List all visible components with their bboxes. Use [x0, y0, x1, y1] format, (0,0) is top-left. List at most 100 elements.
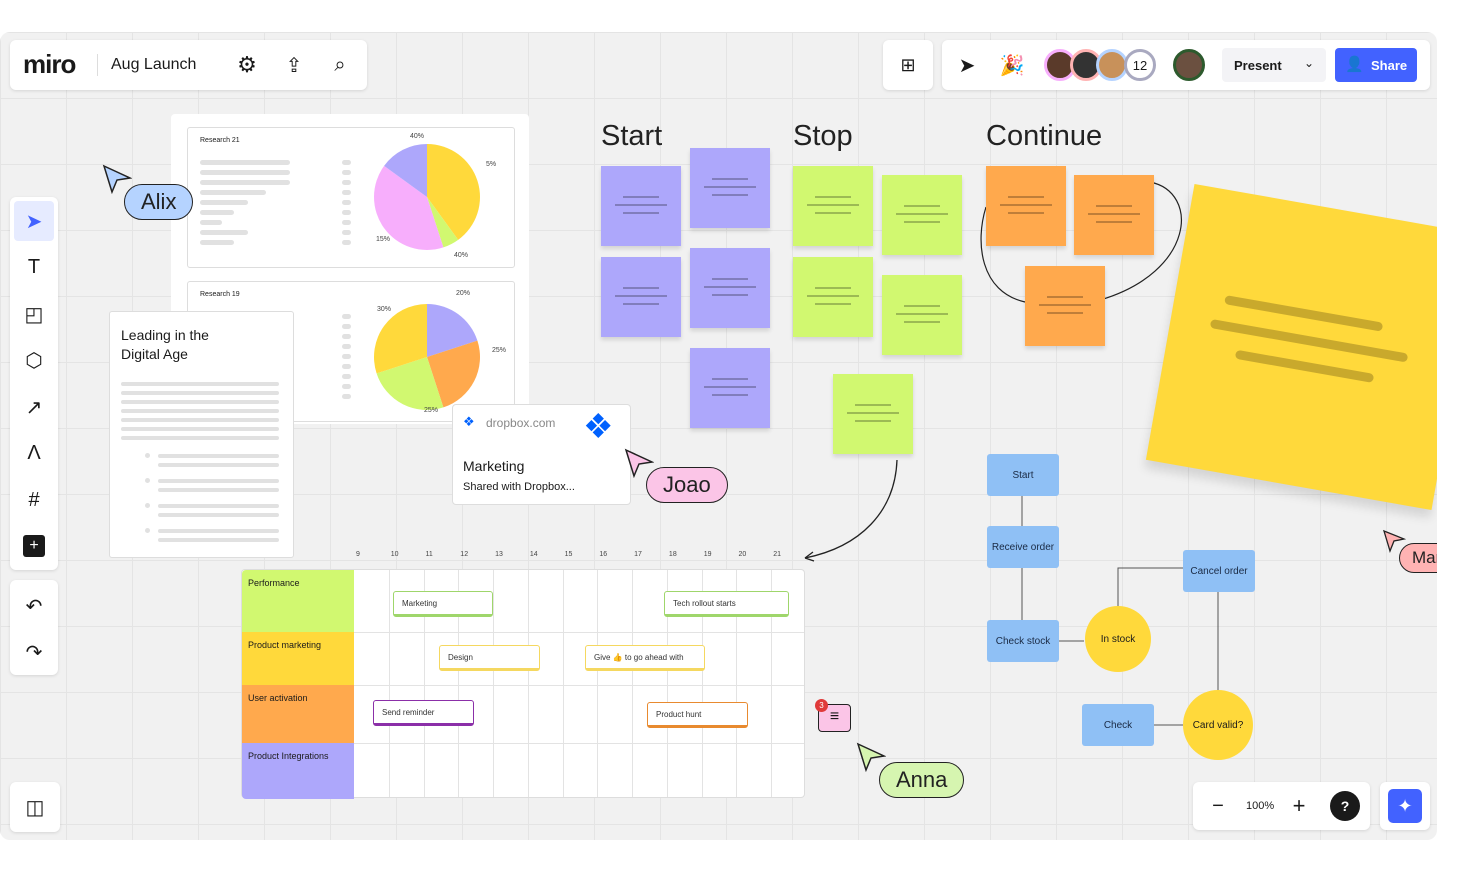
timeline-task[interactable]: Design: [439, 645, 540, 671]
panel-toggle-button[interactable]: ◫: [10, 782, 60, 832]
placeholder-dot: [342, 314, 351, 319]
miro-logo[interactable]: miro: [23, 49, 76, 79]
shapes-icon[interactable]: ⬡: [25, 350, 43, 372]
flow-in-stock[interactable]: In stock: [1085, 606, 1151, 672]
sticky-note[interactable]: [690, 148, 770, 228]
ai-assist-button[interactable]: ✦: [1380, 782, 1430, 830]
connectors: 40%5%40%15%20%25%25%30%: [373, 133, 1219, 726]
timeline-column-label: 18: [668, 551, 677, 558]
board-name[interactable]: Aug Launch: [111, 56, 197, 73]
dropbox-card[interactable]: ❖ dropbox.com ❖ Marketing Shared with Dr…: [452, 404, 631, 505]
sticky-note[interactable]: [690, 248, 770, 328]
sticky-text-line: [615, 204, 667, 206]
sticky-text-line: [904, 205, 940, 207]
redo-icon[interactable]: ↷: [25, 641, 43, 664]
document-card[interactable]: Leading in the Digital Age: [109, 311, 294, 558]
flow-start[interactable]: Start: [987, 454, 1059, 496]
upload-icon[interactable]: ⇪: [285, 54, 303, 77]
flow-receive-order[interactable]: Receive order: [987, 526, 1059, 568]
placeholder-dot: [342, 384, 351, 389]
placeholder-line: [121, 436, 279, 440]
present-button[interactable]: Present ⌄: [1222, 48, 1326, 82]
undo-icon[interactable]: ↶: [25, 595, 43, 618]
frame-icon[interactable]: #: [28, 488, 40, 511]
grid-line: [666, 570, 668, 797]
placeholder-dot: [342, 394, 351, 399]
sticky-text-line: [623, 303, 659, 305]
shapes-apps-button[interactable]: ⊞: [883, 40, 933, 90]
sticky-note[interactable]: [601, 257, 681, 337]
share-button[interactable]: 👤 Share: [1335, 48, 1417, 82]
sticky-text-line: [704, 186, 756, 188]
flow-cancel-order[interactable]: Cancel order: [1183, 550, 1255, 592]
sticky-text-line: [815, 303, 851, 305]
sticky-text-line: [815, 287, 851, 289]
sticky-note[interactable]: [690, 348, 770, 428]
heading-start: Start: [601, 120, 663, 152]
timeline-task[interactable]: Give 👍 to go ahead with: [585, 645, 705, 671]
timeline-column-label: 16: [599, 551, 608, 558]
search-icon[interactable]: ⌕: [334, 53, 346, 76]
sticky-note-icon[interactable]: ◰: [24, 303, 44, 326]
sticky-note[interactable]: [1025, 266, 1105, 346]
cursor-filter-icon[interactable]: ➤: [958, 54, 976, 77]
select-cursor-icon[interactable]: ➤: [14, 201, 54, 241]
arrow-icon[interactable]: ↗: [25, 396, 43, 419]
timeline-row-label[interactable]: Product marketing: [242, 632, 354, 685]
zoom-in-icon[interactable]: +: [1292, 793, 1306, 818]
timeline-row-label[interactable]: Performance: [242, 570, 354, 632]
sticky-note[interactable]: [1074, 175, 1154, 255]
placeholder-line: [121, 418, 279, 422]
timeline-task[interactable]: Tech rollout starts: [664, 591, 789, 617]
sticky-text-line: [712, 294, 748, 296]
placeholder-dot: [342, 364, 351, 369]
help-button[interactable]: ?: [1330, 791, 1360, 821]
pie-slice: [427, 340, 480, 408]
placeholder-dot: [342, 180, 351, 185]
grid-line: [354, 632, 804, 633]
settings-gear-icon[interactable]: ⚙: [237, 52, 257, 77]
add-more-icon[interactable]: +: [23, 535, 45, 557]
flow-check[interactable]: Check: [1082, 704, 1154, 746]
sticky-text-line: [712, 394, 748, 396]
timeline-task[interactable]: Send reminder: [373, 700, 474, 726]
pen-icon[interactable]: Λ: [27, 442, 41, 464]
placeholder-dot: [342, 344, 351, 349]
big-sticky-note[interactable]: [1145, 183, 1437, 511]
sticky-note[interactable]: [882, 175, 962, 255]
text-icon[interactable]: T: [27, 256, 41, 278]
board-canvas[interactable]: Research 21 Research 19 40%5%40%15%20%25…: [0, 32, 1437, 840]
pie-label: 40%: [410, 133, 424, 140]
document-title: Leading in the Digital Age: [121, 327, 209, 362]
sticky-text-line: [1096, 205, 1132, 207]
sticky-note[interactable]: [793, 166, 873, 246]
history-toolbar: ↶ ↷: [10, 580, 58, 675]
pie-slice: [384, 144, 427, 197]
sticky-text-line: [904, 221, 940, 223]
collaborator-count[interactable]: 12: [1124, 49, 1156, 81]
celebrate-icon[interactable]: 🎉: [999, 54, 1025, 77]
zoom-level[interactable]: 100%: [1246, 800, 1275, 812]
timeline-row-label[interactable]: Product Integrations: [242, 743, 354, 799]
placeholder-line: [121, 400, 279, 404]
flow-card-valid[interactable]: Card valid?: [1183, 690, 1253, 760]
sticky-note[interactable]: [793, 257, 873, 337]
sticky-note[interactable]: [882, 275, 962, 355]
timeline-row-label[interactable]: User activation: [242, 685, 354, 743]
timeline-task[interactable]: Product hunt: [647, 702, 748, 728]
my-avatar[interactable]: [1173, 49, 1205, 81]
bullet: [145, 528, 150, 533]
timeline-task[interactable]: Marketing: [393, 591, 493, 617]
placeholder-line: [200, 220, 222, 225]
grid-line: [736, 570, 738, 797]
zoom-out-icon[interactable]: −: [1212, 794, 1224, 817]
sticky-note[interactable]: [601, 166, 681, 246]
flow-check-stock[interactable]: Check stock: [987, 620, 1059, 662]
sticky-note[interactable]: [833, 374, 913, 454]
cursor-arrow-icon: [102, 164, 132, 194]
placeholder-line: [158, 454, 279, 458]
present-label: Present: [1234, 58, 1282, 73]
sticky-note[interactable]: [986, 166, 1066, 246]
placeholder-line: [200, 180, 290, 185]
